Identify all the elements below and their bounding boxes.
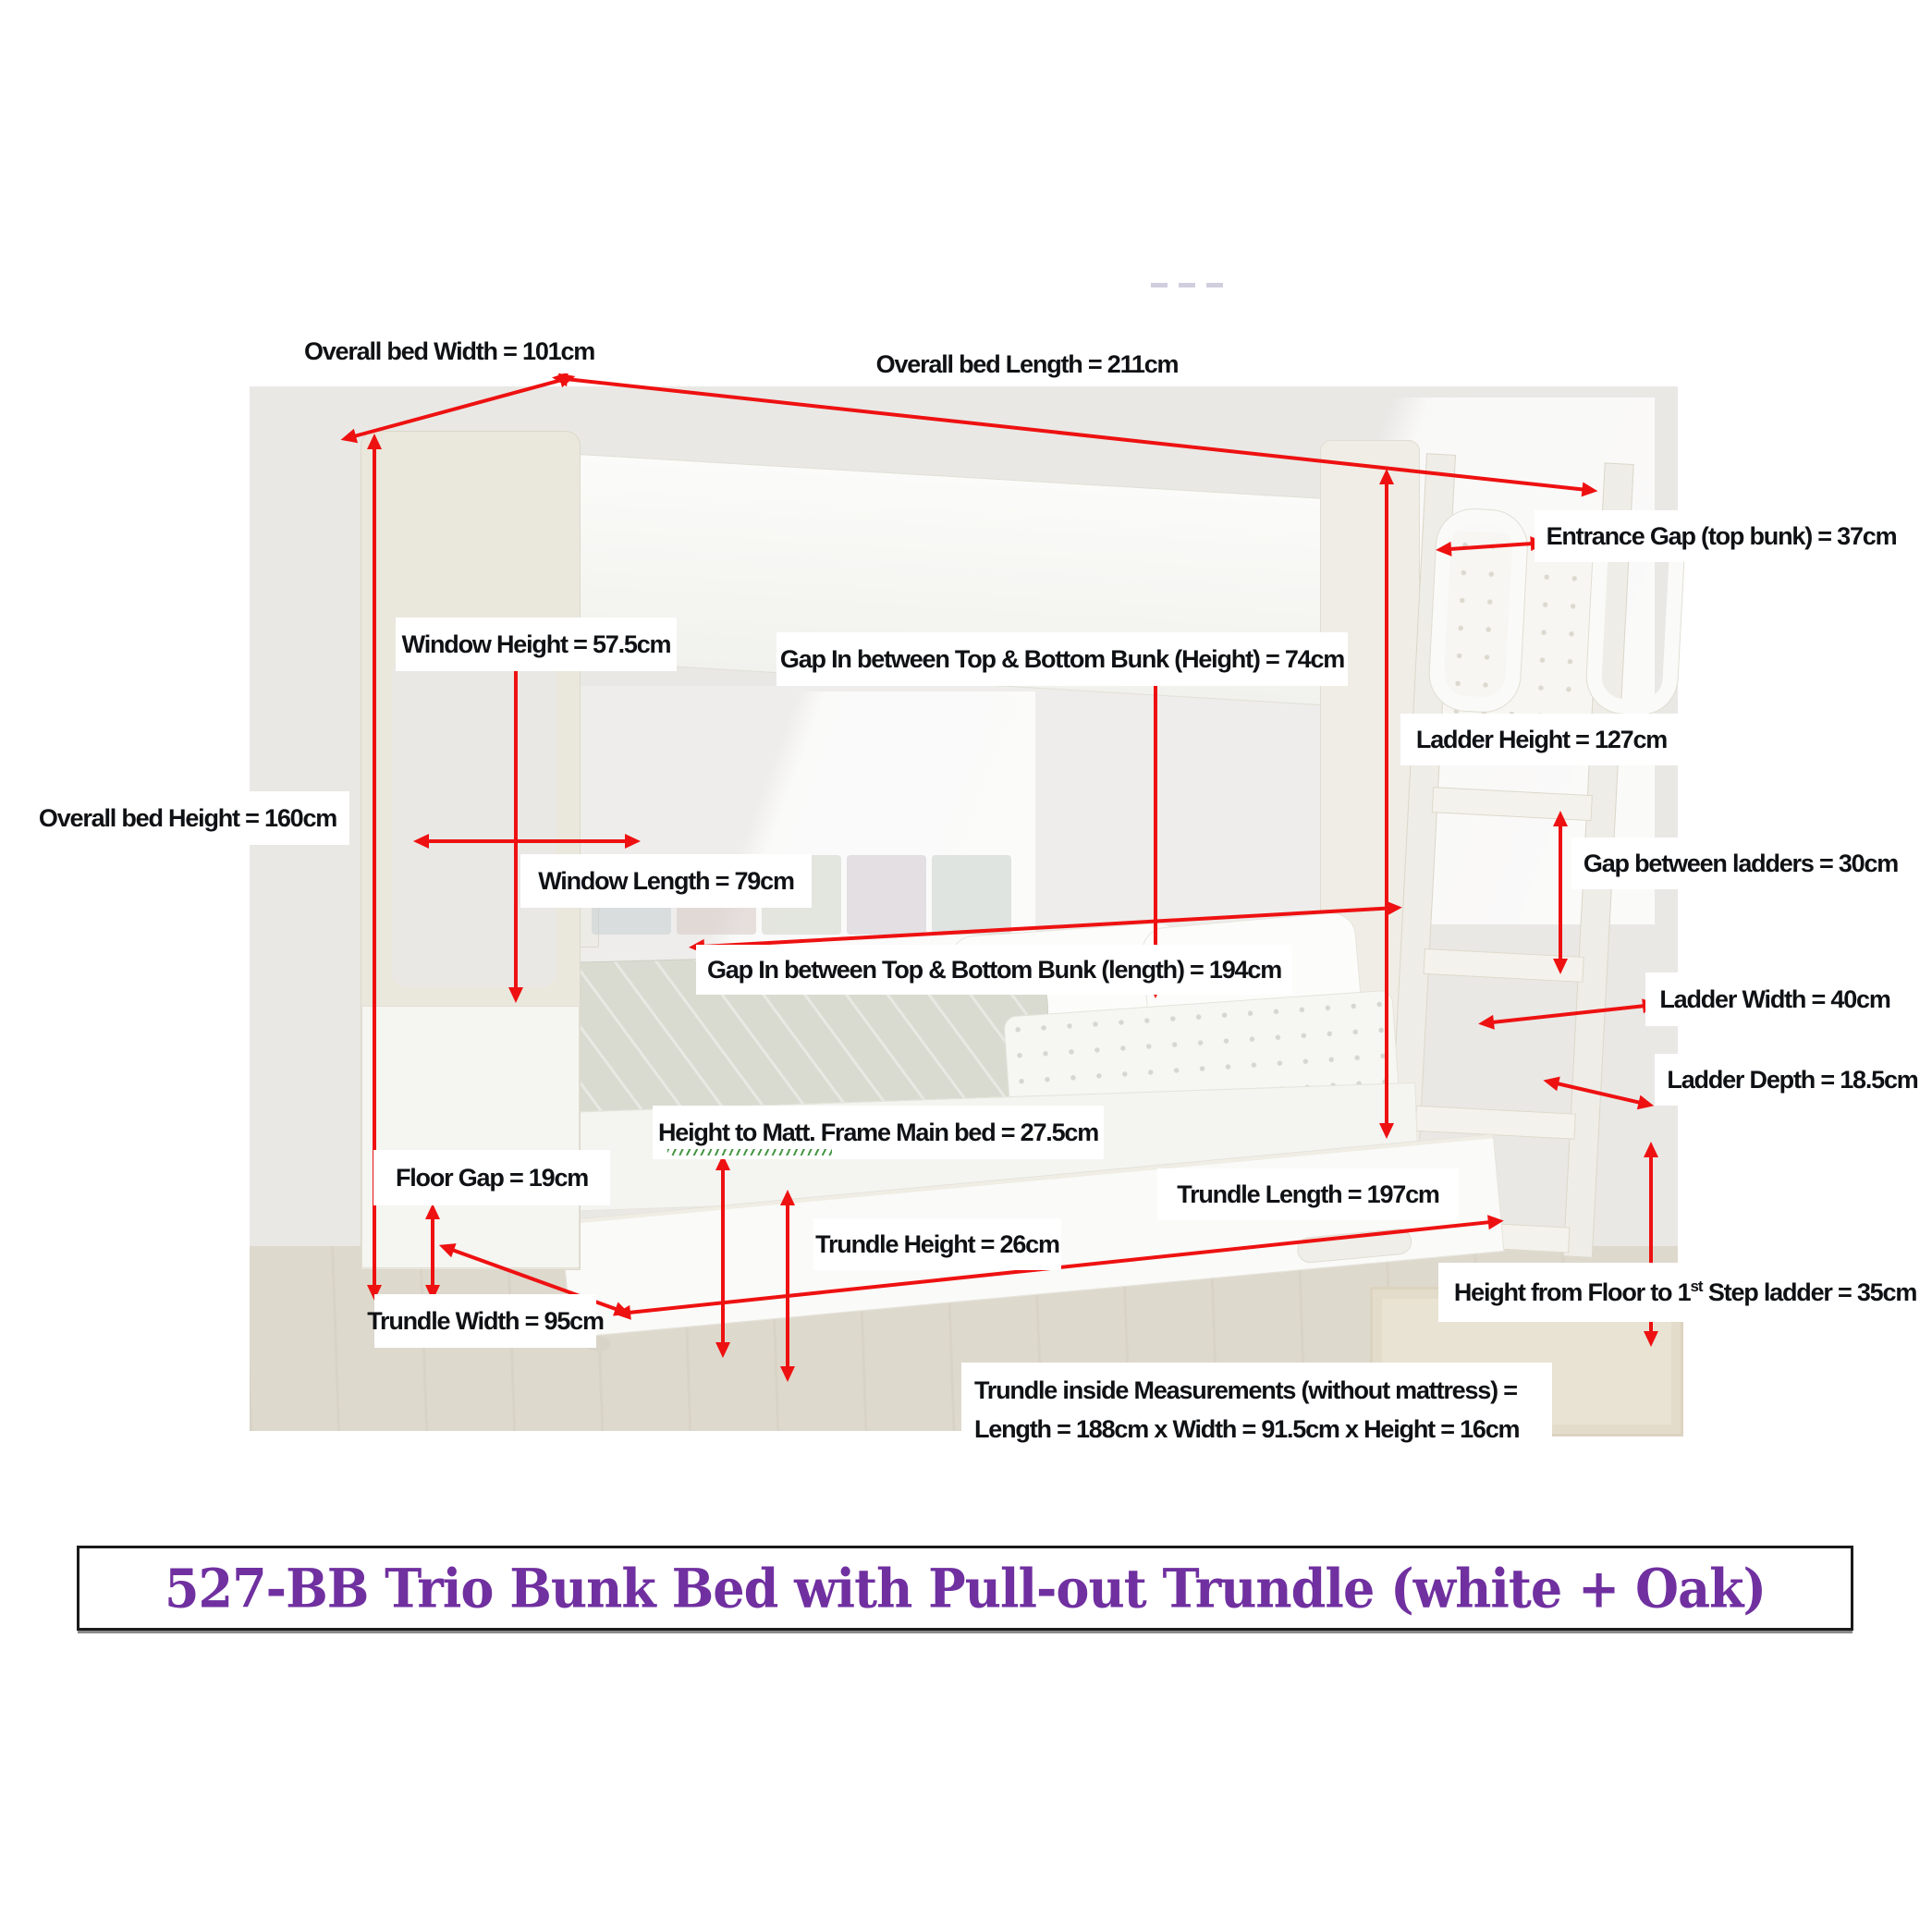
dimension-arrow bbox=[1559, 825, 1562, 960]
label-ladder-width: Ladder Width = 40cm bbox=[1645, 972, 1904, 1026]
label-trundle-width: Trundle Width = 95cm bbox=[367, 1294, 605, 1348]
label-entrance-gap: Entrance Gap (top bunk) = 37cm bbox=[1535, 510, 1908, 562]
label-gap-between-ladders: Gap between ladders = 30cm bbox=[1571, 838, 1910, 889]
dimension-arrow bbox=[431, 1217, 434, 1287]
label-ladder-height: Ladder Height = 127cm bbox=[1400, 714, 1682, 765]
dimension-arrow bbox=[514, 669, 518, 989]
label-trundle-inside-measurements: Trundle inside Measurements (without mat… bbox=[961, 1363, 1552, 1459]
product-title: 527-BB Trio Bunk Bed with Pull-out Trund… bbox=[164, 1556, 1767, 1620]
dimension-arrow bbox=[1385, 483, 1388, 1125]
label-overall-bed-height: Overall bed Height = 160cm bbox=[26, 791, 349, 845]
ladder-rung bbox=[1414, 1105, 1576, 1140]
label-height-floor-to-first-step: Height from Floor to 1st Step ladder = 3… bbox=[1438, 1263, 1932, 1322]
label-overall-bed-length: Overall bed Length = 211cm bbox=[874, 342, 1180, 386]
dimension-arrow bbox=[721, 1168, 725, 1344]
label-height-to-mattress-frame: Height to Matt. Frame Main bed = 27.5cm bbox=[653, 1106, 1104, 1159]
bottom-bunk-side-panel bbox=[361, 1006, 580, 1268]
spellcheck-underline bbox=[667, 1149, 832, 1156]
ladder-handle bbox=[1426, 507, 1530, 715]
label-window-length: Window Length = 79cm bbox=[520, 854, 812, 908]
toy-cube bbox=[847, 855, 926, 935]
label-floor-gap: Floor Gap = 19cm bbox=[373, 1150, 610, 1205]
dimension-arrow bbox=[427, 839, 627, 843]
label-ladder-depth: Ladder Depth = 18.5cm bbox=[1655, 1054, 1930, 1106]
label-overall-bed-width: Overall bed Width = 101cm bbox=[304, 329, 595, 373]
label-gap-between-bunks-height: Gap In between Top & Bottom Bunk (Height… bbox=[776, 632, 1348, 686]
ladder-rung bbox=[1431, 787, 1593, 822]
side-window-cutout bbox=[392, 658, 556, 987]
faint-dash bbox=[1206, 283, 1223, 287]
dimension-arrow bbox=[1154, 681, 1157, 984]
label-gap-between-bunks-length: Gap In between Top & Bottom Bunk (length… bbox=[696, 945, 1292, 995]
label-trundle-length: Trundle Length = 197cm bbox=[1157, 1168, 1459, 1220]
toy-cube bbox=[932, 855, 1011, 935]
faint-dash bbox=[1151, 283, 1168, 287]
product-title-box: 527-BB Trio Bunk Bed with Pull-out Trund… bbox=[77, 1546, 1853, 1631]
faint-dash bbox=[1179, 283, 1195, 287]
label-trundle-height: Trundle Height = 26cm bbox=[813, 1218, 1061, 1270]
dimension-arrow bbox=[786, 1204, 789, 1368]
label-window-height: Window Height = 57.5cm bbox=[396, 618, 677, 671]
